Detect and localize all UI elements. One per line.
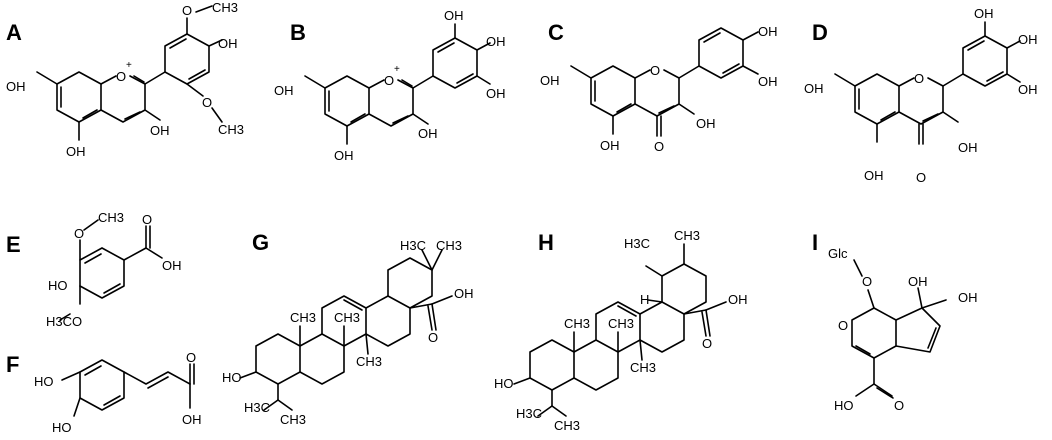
- atom-i-oh1: OH: [908, 274, 928, 289]
- atom-b-oh6: OH: [486, 86, 506, 101]
- atom-h-ho: HO: [494, 376, 514, 391]
- atom-a-oh3: OH: [150, 123, 170, 138]
- atom-b-oh5: OH: [486, 34, 506, 49]
- atom-b-oh1: OH: [274, 83, 294, 98]
- atom-h-ch3-b: CH3: [554, 418, 580, 433]
- atom-b-oh2: OH: [334, 148, 354, 163]
- atom-h-h: H: [640, 292, 649, 307]
- atom-g-ho: HO: [222, 370, 242, 385]
- atom-a-ch3-2: CH3: [218, 122, 244, 137]
- atom-g-ch3-d: CH3: [334, 310, 360, 325]
- atom-b-o-ring: O: [384, 73, 394, 88]
- atom-e-o-me1: O: [74, 226, 84, 241]
- atom-a-oh4: OH: [218, 36, 238, 51]
- atom-i-o-ring: O: [838, 318, 848, 333]
- atom-a-o-me1: O: [182, 3, 192, 18]
- structure-a: A OH OH OH OH O + O CH3 O CH3: [6, 0, 244, 159]
- atom-d-oh3: OH: [958, 140, 978, 155]
- atom-c-o-ring: O: [650, 63, 660, 78]
- structure-f: F HO HO OH O: [6, 350, 202, 435]
- panel-label-h: H: [538, 230, 554, 255]
- atom-g-ch3-e: CH3: [356, 354, 382, 369]
- panel-label-d: D: [812, 20, 828, 45]
- structure-c: C OH OH OH OH OH O O: [540, 20, 778, 154]
- atom-c-oh1: OH: [540, 73, 560, 88]
- atom-h-h3c-a: H3C: [624, 236, 650, 251]
- atom-g-ch3-a: CH3: [436, 238, 462, 253]
- atom-d-oh2: OH: [864, 168, 884, 183]
- panel-label-i: I: [812, 230, 818, 255]
- atom-d-oh5: OH: [1018, 32, 1038, 47]
- structure-d: D OH OH OH OH OH OH O O: [804, 6, 1038, 185]
- panel-label-e: E: [6, 232, 21, 257]
- panel-label-b: B: [290, 20, 306, 45]
- structure-i: I Glc O OH OH O HO O: [812, 230, 978, 413]
- atom-g-ch3-b: CH3: [280, 412, 306, 427]
- atom-c-o-keto: O: [654, 139, 664, 154]
- atom-e-acid: OH: [162, 258, 182, 273]
- atom-g-ch3-c: CH3: [290, 310, 316, 325]
- atom-e-o-carbonyl: O: [142, 212, 152, 227]
- atom-e-h3co: H3CO: [46, 314, 82, 329]
- atom-a-oh1: OH: [6, 79, 26, 94]
- atom-a-o-ring: O: [116, 69, 126, 84]
- atom-h-ch3-e: CH3: [630, 360, 656, 375]
- panel-label-a: A: [6, 20, 22, 45]
- atom-g-o: O: [428, 330, 438, 345]
- panel-label-g: G: [252, 230, 269, 255]
- atom-h-ch3-c: CH3: [564, 316, 590, 331]
- atom-f-o-carbonyl: O: [186, 350, 196, 365]
- atom-c-oh3: OH: [696, 116, 716, 131]
- structure-g: G HO H3C CH3 H3C CH3 CH3 CH3 CH3 O: [222, 230, 474, 427]
- atom-a-o-me2: O: [202, 95, 212, 110]
- panel-label-f: F: [6, 352, 19, 377]
- atom-c-oh5: OH: [758, 74, 778, 89]
- structure-b: B OH OH OH OH OH OH O +: [274, 8, 506, 163]
- atom-e-ho: HO: [48, 278, 68, 293]
- atom-b-plus: +: [394, 64, 400, 75]
- atom-i-ho: HO: [834, 398, 854, 413]
- atom-d-oh4: OH: [974, 6, 994, 21]
- atom-h-h3c-b: H3C: [516, 406, 542, 421]
- atom-i-oh2: OH: [958, 290, 978, 305]
- atom-a-plus: +: [126, 60, 132, 71]
- atom-f-ho2: HO: [52, 420, 72, 435]
- atom-d-oh6: OH: [1018, 82, 1038, 97]
- atom-h-o: O: [702, 336, 712, 351]
- atom-g-oh: OH: [454, 286, 474, 301]
- atom-a-oh2: OH: [66, 144, 86, 159]
- atom-h-ch3-top: CH3: [674, 228, 700, 243]
- atom-b-oh4: OH: [444, 8, 464, 23]
- structure-e: E HO O CH3 H3CO OH O: [6, 210, 182, 329]
- atom-g-h3c-a: H3C: [400, 238, 426, 253]
- structure-h: H HO H3C H3C CH3 CH3 CH3 CH3 CH3 H OH O: [494, 228, 748, 433]
- atom-b-oh3: OH: [418, 126, 438, 141]
- atom-f-acid: OH: [182, 412, 202, 427]
- atom-i-glc: Glc: [828, 246, 848, 261]
- atom-c-oh4: OH: [758, 24, 778, 39]
- atom-e-ch3-1: CH3: [98, 210, 124, 225]
- atom-a-ch3-1: CH3: [212, 0, 238, 15]
- atom-h-oh: OH: [728, 292, 748, 307]
- atom-i-o-carbonyl: O: [894, 398, 904, 413]
- atom-d-o-ring: O: [914, 71, 924, 86]
- panel-label-c: C: [548, 20, 564, 45]
- atom-i-o-glc: O: [862, 274, 872, 289]
- atom-f-ho1: HO: [34, 374, 54, 389]
- atom-d-oh1: OH: [804, 81, 824, 96]
- atom-c-oh2: OH: [600, 138, 620, 153]
- atom-g-h3c-b: H3C: [244, 400, 270, 415]
- atom-h-ch3-d: CH3: [608, 316, 634, 331]
- atom-d-o-keto: O: [916, 170, 926, 185]
